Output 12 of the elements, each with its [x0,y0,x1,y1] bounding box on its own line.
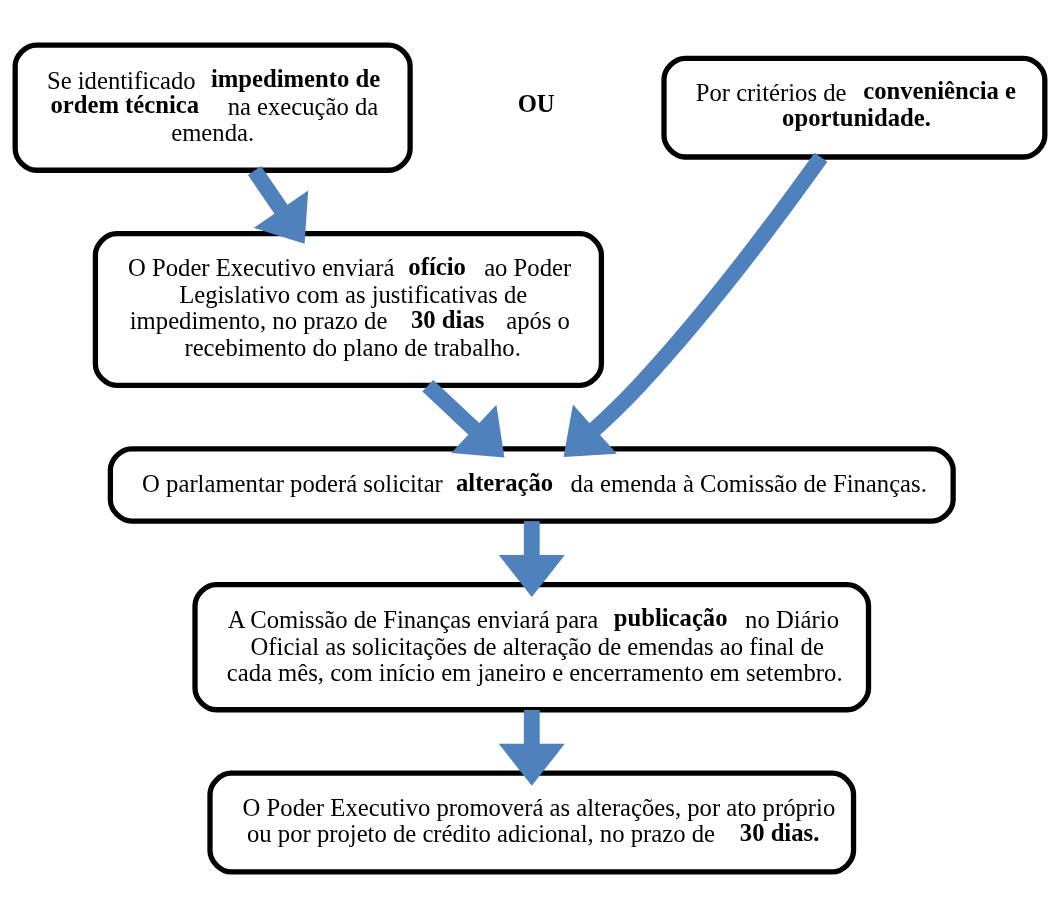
arrow [498,710,565,786]
node-box: A Comissão de Finanças enviará para publicação no Diário Oficial as solicitações de alteração de emendas ao final de cada mês, com início em janeiro e encerramento em setembro. [192,581,872,713]
node-box: Por critérios de conveniência e oportunidade. [661,55,1048,160]
node-box: O Poder Executivo enviará ofício ao Poder Legislativo com as justificativas de impedimento, no prazo de 30 dias após o recebimento do plano de trabalho. [92,231,605,388]
node-box: Se identificado impedimento de ordem técnica na execução da emenda. [12,42,413,173]
node-box: O parlamentar poderá solicitar alteração da emenda à Comissão de Finanças. [107,446,956,524]
node-box: O Poder Executivo promoverá as alterações, por ato próprio ou por projeto de crédito adicional, no prazo de 30 dias. [207,770,857,875]
arrow [498,521,565,597]
arrow [247,166,309,244]
label: OU [517,90,555,118]
arrow [422,379,505,458]
arrow [563,152,828,457]
